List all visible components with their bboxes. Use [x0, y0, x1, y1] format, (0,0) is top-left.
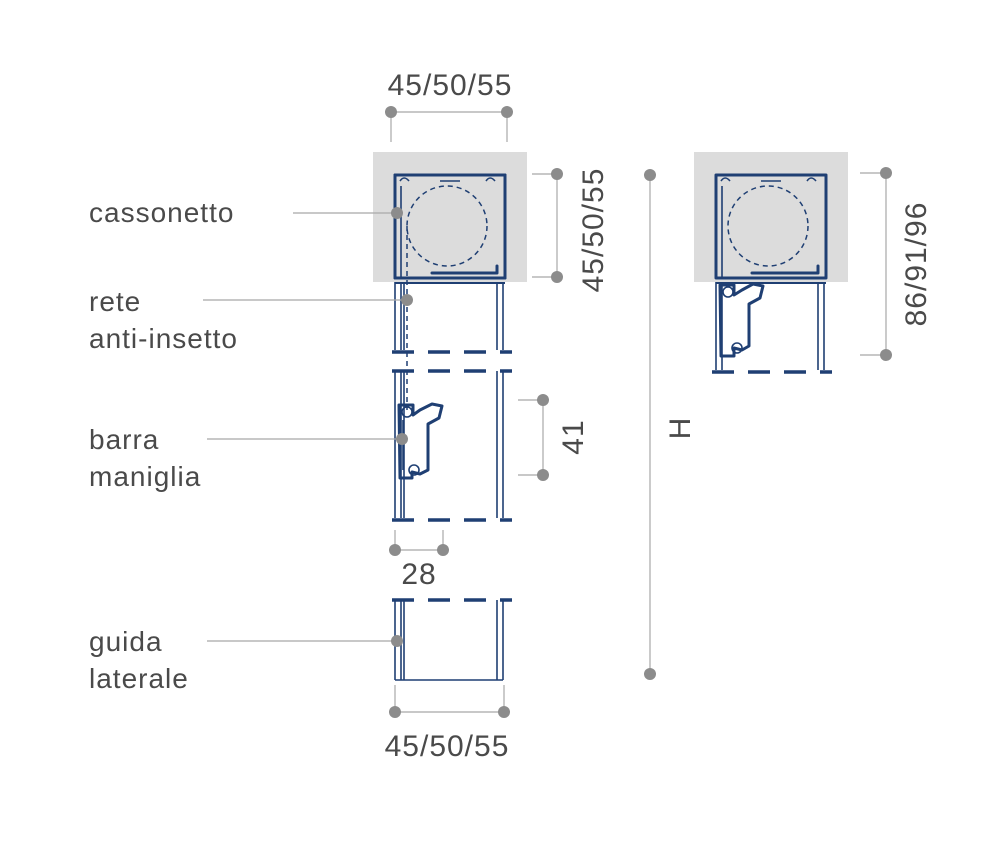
- label-barra-1: barra: [89, 424, 159, 455]
- dim-total-height-text: H: [664, 417, 697, 440]
- label-rete-2: anti-insetto: [89, 323, 238, 354]
- label-rete-1: rete: [89, 286, 141, 317]
- dim-side-height: 86/91/96: [860, 167, 933, 361]
- dim-total-height: H: [644, 169, 697, 680]
- guida-laterale-profile: [394, 600, 504, 681]
- callout-cassonetto: cassonetto: [89, 197, 403, 228]
- label-barra-2: maniglia: [89, 461, 201, 492]
- label-guida-1: guida: [89, 626, 163, 657]
- cassonetto-profile: [393, 173, 507, 410]
- guide-rails-upper: [394, 282, 505, 350]
- dim-box-height-text: 45/50/55: [577, 168, 610, 293]
- dim-handle-depth: 28: [389, 530, 449, 591]
- dim-top-width: 45/50/55: [385, 69, 513, 142]
- dim-handle-height: 41: [518, 394, 590, 481]
- dim-bottom-width: 45/50/55: [385, 685, 510, 763]
- callout-barra: barra maniglia: [89, 424, 408, 492]
- dim-top-width-text: 45/50/55: [388, 69, 513, 102]
- label-guida-2: laterale: [89, 663, 189, 694]
- dim-box-height: 45/50/55: [532, 168, 610, 293]
- callout-rete: rete anti-insetto: [89, 286, 413, 354]
- label-cassonetto: cassonetto: [89, 197, 234, 228]
- dim-side-height-text: 86/91/96: [900, 202, 933, 327]
- callout-guida: guida laterale: [89, 626, 403, 694]
- dim-handle-depth-text: 28: [401, 558, 436, 591]
- main-drawing: [373, 152, 527, 681]
- dim-handle-height-text: 41: [557, 419, 590, 454]
- roll-circle: [406, 185, 488, 267]
- side-drawing: [694, 152, 848, 374]
- guide-rails-middle: [394, 371, 504, 518]
- barra-maniglia-profile: [397, 402, 444, 480]
- dim-bottom-width-text: 45/50/55: [385, 730, 510, 763]
